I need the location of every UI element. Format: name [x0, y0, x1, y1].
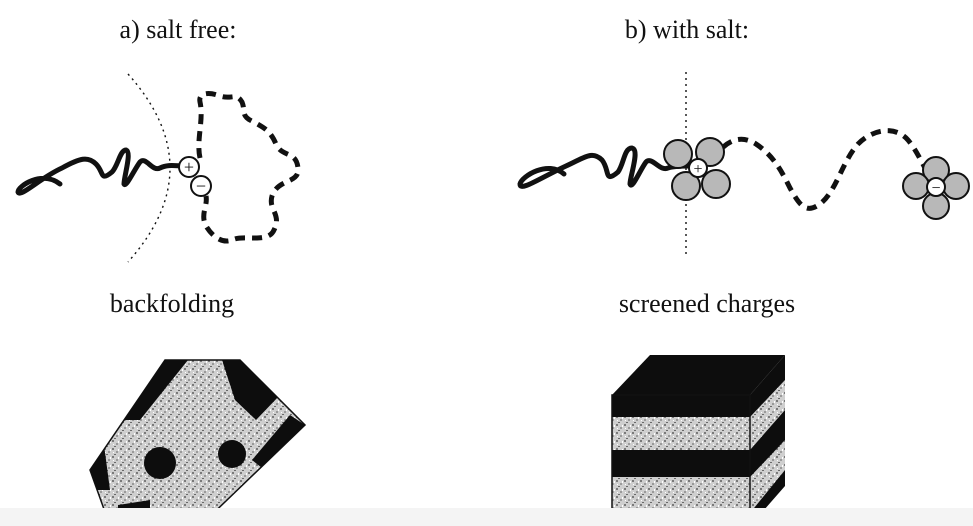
- panel-with-salt: b) with salt: + − screened charges: [517, 15, 970, 526]
- dotted-boundary-arc: [127, 73, 171, 263]
- caption-backfolding: backfolding: [110, 289, 234, 318]
- dashed-chain-extended: [709, 128, 935, 211]
- caption-screened-charges: screened charges: [619, 289, 795, 318]
- bulk-structure-lamellae: [611, 355, 785, 526]
- panel-a-heading: a) salt free:: [120, 15, 237, 44]
- positive-charge-symbol-right: +: [693, 161, 702, 178]
- counterion-cluster-positive: +: [663, 137, 731, 201]
- positive-charge-symbol: +: [184, 157, 194, 177]
- solid-chain-right: [517, 145, 691, 189]
- negative-charge-left: −: [190, 175, 212, 197]
- negative-charge-symbol: −: [196, 176, 206, 196]
- panel-b-heading: b) with salt:: [625, 15, 749, 44]
- solid-chain-left: [15, 147, 187, 196]
- bulk-structure-cylinders: [89, 359, 307, 526]
- negative-charge-symbol-right: −: [931, 180, 940, 197]
- dashed-chain-backfold: [196, 91, 301, 244]
- panel-salt-free: a) salt free: + − backfolding: [15, 15, 307, 526]
- positive-charge-left: +: [178, 156, 200, 178]
- bottom-strip: [0, 508, 973, 526]
- counterion-cluster-negative: −: [902, 156, 970, 220]
